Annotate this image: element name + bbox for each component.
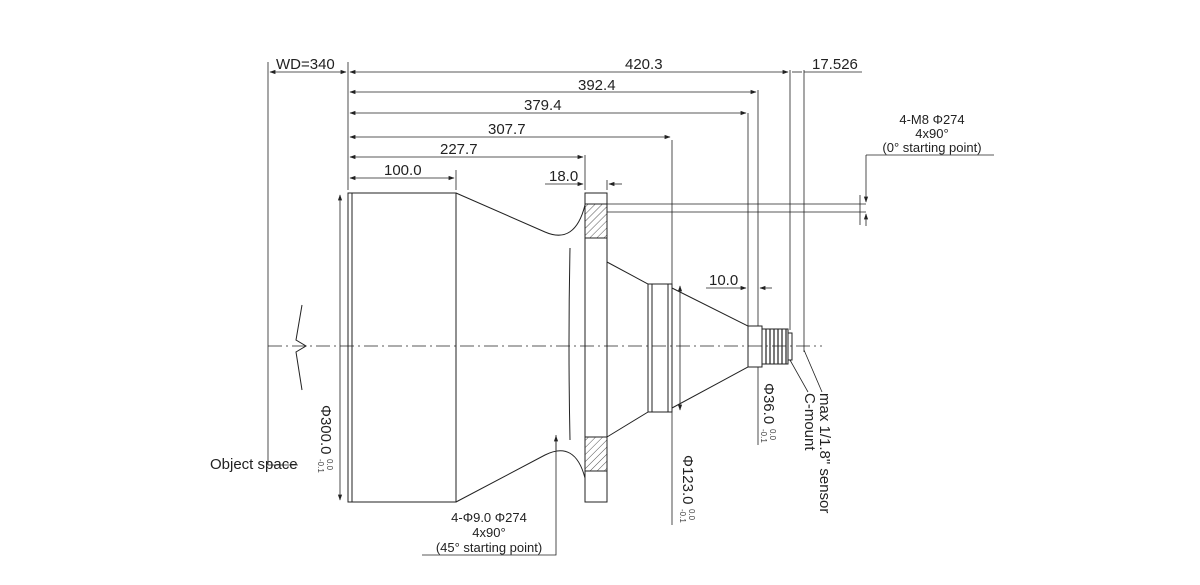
axis-break-mark — [295, 304, 307, 391]
top-hole-note-line2: 4x90° — [915, 126, 948, 141]
rear-diameter-label: Φ36.0 — [760, 383, 777, 424]
front-tol-lower: -0.1 — [316, 459, 325, 473]
c-mount-leader — [789, 359, 809, 393]
dimension-lines — [269, 69, 869, 501]
object-space-label: Object space — [210, 456, 298, 473]
front-barrel — [347, 192, 457, 503]
middle-diameter-label: Φ123.0 — [679, 455, 696, 505]
top-hole-note-line3: (0° starting point) — [882, 140, 981, 155]
dim-back-focus: 17.526 — [812, 56, 858, 73]
bottom-hole-leader — [422, 435, 557, 556]
middle-tol-upper: 0.0 — [687, 509, 696, 521]
dim-100: 100.0 — [384, 162, 422, 179]
dim-rear-step: 10.0 — [709, 272, 738, 289]
extension-lines — [267, 62, 866, 525]
bottom-hole-note-line1: 4-Φ9.0 Φ274 — [451, 510, 527, 525]
dim-flange-thickness: 18.0 — [549, 168, 578, 185]
flange — [584, 192, 608, 503]
rear-barrel — [747, 325, 763, 368]
flange-hatch-bottom — [584, 436, 608, 472]
top-hole-note-line1: 4-M8 Φ274 — [899, 112, 964, 127]
front-diameter-label: Φ300.0 — [317, 405, 334, 455]
dim-227: 227.7 — [440, 141, 478, 158]
rear-cone — [671, 287, 749, 409]
leader-lines — [268, 154, 994, 556]
front-tol-upper: 0.0 — [325, 459, 334, 471]
c-mount-label: C-mount — [801, 393, 818, 451]
dim-307: 307.7 — [488, 121, 526, 138]
mid-barrel — [647, 283, 673, 413]
sensor-leader — [803, 349, 823, 393]
sensor-label: max 1/1.8" sensor — [816, 393, 833, 513]
middle-tol-lower: -0.1 — [678, 509, 687, 523]
dim-392: 392.4 — [578, 77, 616, 94]
lens-body — [347, 192, 793, 503]
front-taper — [455, 192, 586, 503]
flange-hatch-top — [584, 203, 608, 239]
dim-total-length: 420.3 — [625, 56, 663, 73]
bottom-hole-note-line3: (45° starting point) — [436, 540, 542, 555]
rear-tol-upper: 0.0 — [768, 429, 777, 441]
rear-tol-lower: -0.1 — [759, 429, 768, 443]
wd-label: WD=340 — [276, 56, 335, 73]
rear-taper — [606, 261, 649, 438]
bottom-hole-note-line2: 4x90° — [472, 525, 505, 540]
dim-379: 379.4 — [524, 97, 562, 114]
